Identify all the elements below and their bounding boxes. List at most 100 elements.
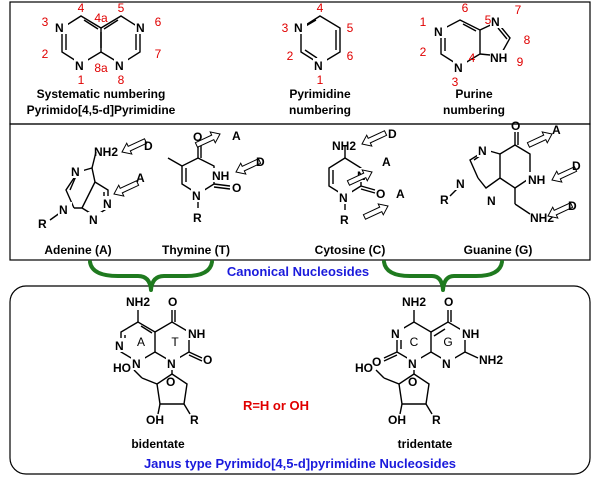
bi-n3: N <box>132 357 141 371</box>
purine-structure: N N N NH <box>433 14 511 75</box>
bi-oh: OH <box>146 413 164 427</box>
gua-a: A <box>552 123 561 137</box>
atom-pur-n7: N <box>491 15 500 29</box>
cyt-donor-arrow <box>358 127 389 150</box>
bi-n1: N <box>115 339 124 353</box>
cytosine-structure: NH2 N O N R <box>328 139 385 227</box>
thy-n1: N <box>192 189 201 203</box>
guanine-structure: N N O NH N NH2 R <box>440 119 554 225</box>
atom-pyr-n1: N <box>314 59 323 73</box>
atom-pyr-n3: N <box>294 21 303 35</box>
brace-right <box>382 260 504 292</box>
bi-ring-a: A <box>137 335 145 349</box>
thymine-structure: O NH O N R <box>167 130 241 225</box>
bi-ho: HO <box>113 361 131 375</box>
bottom-panel <box>9 285 591 475</box>
cyt-d: D <box>388 127 397 141</box>
atom-pur-n1: N <box>434 25 443 39</box>
guanine-label: Guanine (G) <box>464 243 533 257</box>
tri-n3: N <box>408 357 417 371</box>
bi-ring-t: T <box>171 335 179 349</box>
cytosine-label: Cytosine (C) <box>315 243 386 257</box>
tri-o-ring: O <box>408 375 417 389</box>
gua-acceptor-arrow <box>525 128 556 151</box>
pur-num-4: 4 <box>469 51 476 65</box>
atom-n6: N <box>136 21 145 35</box>
tri-ring-g: G <box>443 335 452 349</box>
ade-n7: N <box>71 165 80 179</box>
gua-d2: D <box>568 199 577 213</box>
pyrimidine-caption-1: Pyrimidine <box>289 87 351 101</box>
sys-num-8a: 8a <box>94 61 108 75</box>
tridentate-structure: N N N NH NH2 O O NH2 O HO OH R <box>355 295 503 427</box>
pyr-num-6: 6 <box>347 49 354 63</box>
sys-num-3: 3 <box>42 15 49 29</box>
gua-r: R <box>440 193 449 207</box>
atom-pur-n3: N <box>454 61 463 75</box>
ade-a: A <box>136 171 145 185</box>
bi-o-ring: O <box>166 375 175 389</box>
pur-num-1: 1 <box>420 15 427 29</box>
sys-num-5: 5 <box>118 1 125 15</box>
pyr-num-5: 5 <box>347 21 354 35</box>
pur-num-7: 7 <box>515 3 522 17</box>
cyt-acceptor-arrow-2 <box>361 200 392 223</box>
thy-nh: NH <box>212 169 229 183</box>
tridentate-label: tridentate <box>398 437 453 451</box>
adenine-structure: N N N N NH2 R <box>38 145 118 231</box>
pyr-num-4: 4 <box>317 1 324 15</box>
pur-num-6: 6 <box>462 1 469 15</box>
brace-left <box>88 260 214 292</box>
tri-o2: O <box>372 355 381 369</box>
tri-oh: OH <box>388 413 406 427</box>
sys-num-2: 2 <box>42 47 49 61</box>
bidentate-structure: N N N NH NH2 O O O HO OH R <box>113 295 212 427</box>
bi-nh: NH <box>188 327 205 341</box>
thy-o2: O <box>232 181 241 195</box>
tri-o1: O <box>444 295 453 309</box>
purine-caption-1: Purine <box>455 87 493 101</box>
ade-n9: N <box>59 203 68 217</box>
pyrimidine-caption-2: numbering <box>289 103 351 117</box>
gua-nh: NH <box>528 173 545 187</box>
middle-panel <box>9 123 591 261</box>
thy-a: A <box>232 129 241 143</box>
tri-nh2-right: NH2 <box>479 353 503 367</box>
bi-r: R <box>190 413 199 427</box>
systematic-caption-2: Pyrimido[4,5-d]Pyrimidine <box>27 103 176 117</box>
canonical-label: Canonical Nucleosides <box>227 264 369 279</box>
thymine-label: Thymine (T) <box>162 243 230 257</box>
bi-nh2: NH2 <box>126 295 150 309</box>
pur-num-5: 5 <box>485 13 492 27</box>
sys-num-7: 7 <box>155 47 162 61</box>
cyt-o2: O <box>376 187 385 201</box>
thy-d: D <box>256 155 265 169</box>
cyt-n1: N <box>339 191 348 205</box>
bi-o2: O <box>203 353 212 367</box>
pur-num-8: 8 <box>524 33 531 47</box>
ade-n1: N <box>103 197 112 211</box>
pyrimidine-structure: N N <box>293 15 341 73</box>
tri-ho: HO <box>355 361 373 375</box>
ade-d: D <box>144 139 153 153</box>
systematic-caption-1: Systematic numbering <box>37 87 166 101</box>
gua-n7: N <box>478 144 487 158</box>
ade-r: R <box>38 217 47 231</box>
pyr-num-1: 1 <box>317 73 324 87</box>
cyt-a2: A <box>396 187 405 201</box>
sys-num-6: 6 <box>155 15 162 29</box>
pur-num-3: 3 <box>452 75 459 89</box>
purine-caption-2: numbering <box>443 103 505 117</box>
gua-d1: D <box>572 159 581 173</box>
systematic-structure: N N N N <box>54 15 149 73</box>
atom-n1: N <box>75 59 84 73</box>
thy-r: R <box>193 211 202 225</box>
bi-o1: O <box>168 295 177 309</box>
tri-nh2-top: NH2 <box>402 295 426 309</box>
thy-o4: O <box>193 130 202 144</box>
bottom-title: Janus type Pyrimido[4,5-d]pyrimidine Nuc… <box>144 456 456 471</box>
tri-r: R <box>432 413 441 427</box>
pyr-num-2: 2 <box>287 49 294 63</box>
cyt-nh2: NH2 <box>332 139 356 153</box>
tri-n8: N <box>442 357 451 371</box>
